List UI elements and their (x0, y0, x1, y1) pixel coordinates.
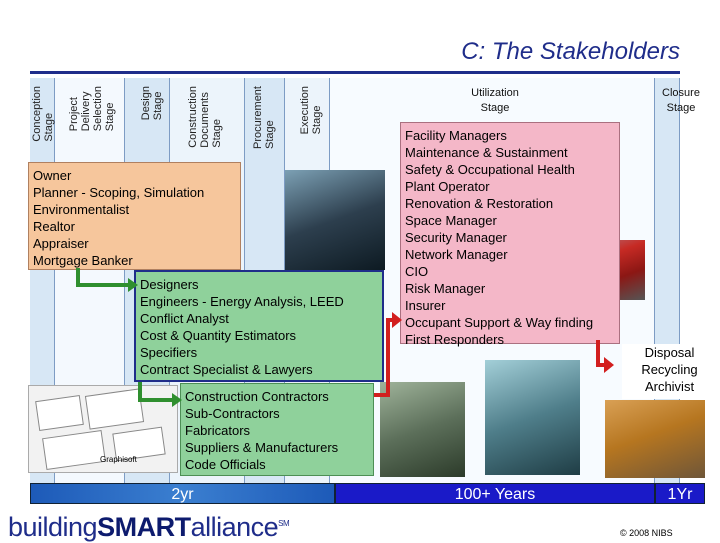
control-room-photo (285, 170, 385, 270)
stage-closure: Closure Stage (662, 87, 700, 114)
design-stakeholders-box: Designers Engineers - Energy Analysis, L… (134, 270, 384, 382)
equipment-photo (485, 360, 580, 475)
timebar-100-years-label: 100+ Years (454, 486, 536, 503)
utilization-stakeholders-box: Facility Managers Maintenance & Sustainm… (400, 122, 620, 347)
red-arrow-utilization-to-disposal (596, 340, 606, 367)
green-arrow-head (172, 393, 182, 407)
red-arrow-head (392, 312, 402, 328)
copyright-notice: © 2008 NIBS (620, 528, 673, 538)
red-arrow-head (604, 357, 614, 373)
timebar-100-years: 100+ Years (335, 483, 655, 504)
title-rule (30, 71, 680, 74)
stage-utilization: Utilization Stage (471, 87, 519, 114)
timebar-1yr-label: 1Yr (667, 486, 693, 503)
logo-service-mark: SM (278, 519, 290, 528)
buildingsmart-alliance-logo: buildingSMARTallianceSM (8, 508, 290, 543)
green-arrow-owner-to-design (76, 268, 128, 287)
timebar-2yr: 2yr (30, 483, 335, 504)
slide-title: C: The Stakeholders (461, 38, 680, 65)
logo-part-alliance: alliance (190, 512, 279, 542)
plant-room-photo (380, 382, 465, 477)
green-arrow-head (128, 278, 138, 292)
logo-part-smart: SMART (97, 512, 191, 542)
timebar-1yr: 1Yr (655, 483, 705, 504)
red-arrow-construction-to-utilization (374, 318, 394, 397)
disposal-stakeholders-box: Disposal Recycling Archivist (622, 344, 717, 399)
green-arrow-design-to-construction (138, 382, 172, 402)
graphisoft-label: Graphisoft (100, 455, 137, 464)
construction-stakeholders-box: Construction Contractors Sub-Contractors… (180, 383, 374, 476)
timebar-2yr-label: 2yr (171, 486, 194, 503)
logo-part-building: building (8, 512, 98, 542)
demolition-photo (605, 400, 705, 478)
owner-stakeholders-box: Owner Planner - Scoping, Simulation Envi… (28, 162, 241, 270)
